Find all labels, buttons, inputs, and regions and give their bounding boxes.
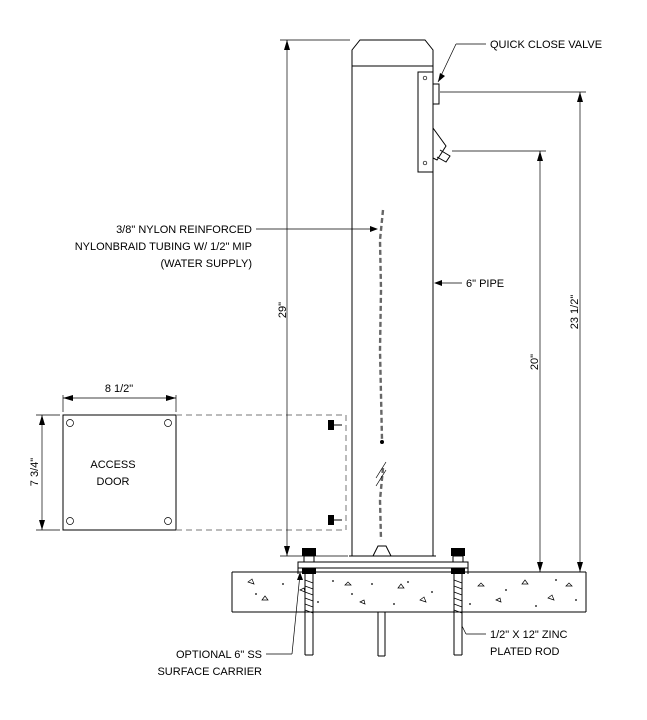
- anchor-rod-right: [451, 548, 465, 656]
- label-rod-line2: PLATED ROD: [490, 646, 560, 658]
- label-tubing-line3: (WATER SUPPLY): [161, 258, 252, 270]
- leader-rod: [461, 625, 486, 635]
- access-door: [62, 414, 347, 531]
- leader-pipe: [434, 280, 462, 286]
- label-quick-close-valve: QUICK CLOSE VALVE: [490, 39, 602, 51]
- label-access-door-line2: DOOR: [97, 476, 130, 488]
- water-supply-tubing: [372, 209, 392, 557]
- pedestal-pipe: [344, 39, 441, 563]
- label-carrier-line1: OPTIONAL 6" SS: [176, 649, 262, 661]
- dimension-valve-height: [440, 91, 586, 573]
- surface-carrier-plate: [297, 561, 469, 574]
- dimension-door-width: [62, 395, 177, 412]
- leader-tubing: [256, 226, 378, 232]
- label-carrier-line2: SURFACE CARRIER: [157, 666, 262, 678]
- dimension-overall-height: [280, 39, 350, 557]
- dimension-spout-height-label: 20": [529, 354, 541, 370]
- dimension-door-width-label: 8 1/2": [105, 383, 133, 395]
- anchor-rod-left: [302, 548, 316, 656]
- leader-carrier: [266, 572, 303, 655]
- dimension-door-height-label: 7 3/4": [29, 458, 41, 486]
- anchor-rod-center: [377, 612, 386, 657]
- leader-quick-close-valve: [437, 43, 486, 83]
- dimension-spout-height: [452, 150, 546, 572]
- valve-assembly: [417, 71, 451, 173]
- concrete-slab: [231, 571, 587, 613]
- label-tubing-line1: 3/8" NYLON REINFORCED: [116, 224, 252, 236]
- label-tubing-line2: NYLONBRAID TUBING W/ 1/2" MIP: [75, 241, 252, 253]
- door-bolt-upper: [328, 420, 342, 430]
- label-access-door-line1: ACCESS: [90, 459, 135, 471]
- label-pipe: 6" PIPE: [466, 278, 504, 290]
- dimension-valve-height-label: 23 1/2": [569, 295, 581, 330]
- dimension-door-height: [36, 414, 60, 531]
- label-rod-line1: 1/2" X 12" ZINC: [490, 629, 568, 641]
- dimension-overall-height-label: 29": [277, 302, 289, 318]
- door-bolt-lower: [328, 515, 342, 525]
